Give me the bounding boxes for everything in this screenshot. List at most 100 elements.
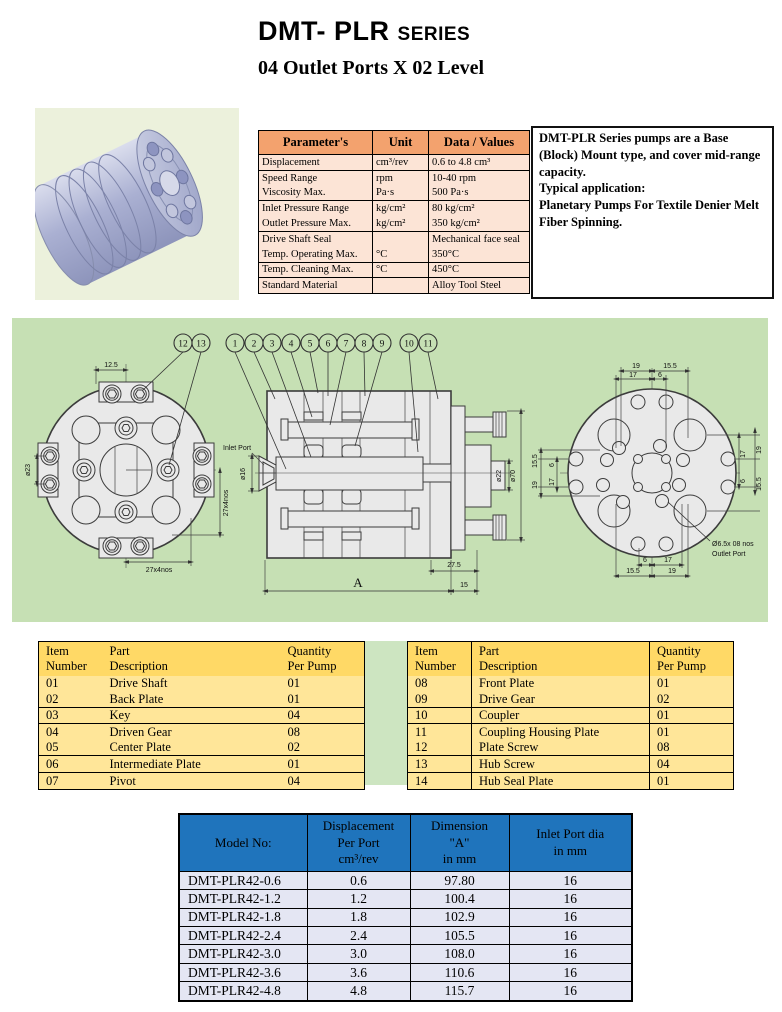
balloon-6: 6 bbox=[318, 333, 338, 353]
right-end-view: 19 15.5 17 6 6 17 15.5 19 6 1 bbox=[532, 363, 763, 578]
dim-label: 15.5 bbox=[626, 568, 640, 575]
svg-text:4: 4 bbox=[289, 340, 294, 350]
spec-header-parameter: Parameter's bbox=[258, 130, 373, 155]
description-paragraph: Typical application: bbox=[539, 181, 646, 196]
balloon-8: 8 bbox=[354, 333, 374, 353]
balloon-10: 10 bbox=[399, 333, 419, 353]
dim-label: 6 bbox=[658, 372, 662, 379]
dim-label: 6 bbox=[643, 557, 647, 564]
technical-drawing-panel: 12.5 ø23 27x4nos 27x4nos bbox=[12, 318, 768, 622]
dim-label: 17 bbox=[629, 372, 637, 379]
balloon-13: 13 bbox=[191, 333, 211, 353]
svg-text:7: 7 bbox=[344, 340, 349, 350]
page-title-series: SERIES bbox=[397, 24, 471, 45]
dim-label: ø23 bbox=[25, 464, 32, 476]
svg-text:3: 3 bbox=[270, 340, 275, 350]
dim-label: 17 bbox=[549, 478, 556, 486]
left-end-view: 12.5 ø23 27x4nos 27x4nos bbox=[25, 362, 230, 574]
dim-label: 27x4nos bbox=[223, 489, 230, 516]
description-paragraph: DMT-PLR Series pumps are a Base (Block) … bbox=[539, 131, 761, 179]
svg-text:13: 13 bbox=[196, 340, 206, 350]
inlet-port-label: Inlet Port bbox=[223, 445, 251, 452]
pump-3d-render bbox=[33, 108, 239, 300]
dim-label: 17 bbox=[664, 557, 672, 564]
page-title: DMT- PLR SERIES bbox=[258, 16, 470, 47]
dim-label: 19 bbox=[632, 363, 640, 370]
dim-label: A bbox=[353, 575, 363, 590]
pump-3d-image bbox=[33, 108, 239, 300]
dim-label: ø70 bbox=[510, 470, 517, 482]
svg-text:12: 12 bbox=[178, 340, 188, 350]
balloon-9: 9 bbox=[372, 333, 392, 353]
outlet-port-callout: Outlet Port bbox=[712, 551, 746, 558]
svg-text:11: 11 bbox=[423, 340, 432, 350]
svg-text:1: 1 bbox=[233, 340, 238, 350]
dim-label: 15.5 bbox=[756, 477, 763, 491]
dim-label: 27.5 bbox=[447, 562, 461, 569]
balloon-7: 7 bbox=[336, 333, 356, 353]
dim-label: 19 bbox=[756, 446, 763, 454]
outlet-port-callout: Ø6.5x 08 nos bbox=[712, 541, 754, 548]
dim-label: 12.5 bbox=[104, 362, 118, 369]
dim-label: 15.5 bbox=[663, 363, 677, 370]
dim-label: ø16 bbox=[240, 468, 247, 480]
svg-text:8: 8 bbox=[362, 340, 367, 350]
dim-label: ø22 bbox=[496, 470, 503, 482]
dim-label: 15 bbox=[460, 582, 468, 589]
svg-text:10: 10 bbox=[404, 340, 414, 350]
dim-label: 17 bbox=[740, 450, 747, 458]
dim-label: 6 bbox=[740, 479, 747, 483]
balloon-11: 11 bbox=[418, 333, 438, 353]
spec-header-values: Data / Values bbox=[428, 130, 530, 155]
balloon-3: 3 bbox=[262, 333, 282, 353]
spec-table: Parameter's Unit Data / Values Displacem… bbox=[258, 130, 530, 295]
dim-label: 6 bbox=[549, 463, 556, 467]
balloon-1: 1 bbox=[225, 333, 245, 353]
dim-label: 27x4nos bbox=[146, 567, 173, 574]
model-header-dimension: Dimension"A"in mm bbox=[409, 813, 510, 872]
balloon-4: 4 bbox=[281, 333, 301, 353]
model-header-model: Model No: bbox=[178, 813, 308, 872]
dim-label: 19 bbox=[668, 568, 676, 575]
balloon-2: 2 bbox=[244, 333, 264, 353]
spec-header-row: Parameter's Unit Data / Values bbox=[258, 130, 530, 155]
svg-text:9: 9 bbox=[380, 340, 385, 350]
